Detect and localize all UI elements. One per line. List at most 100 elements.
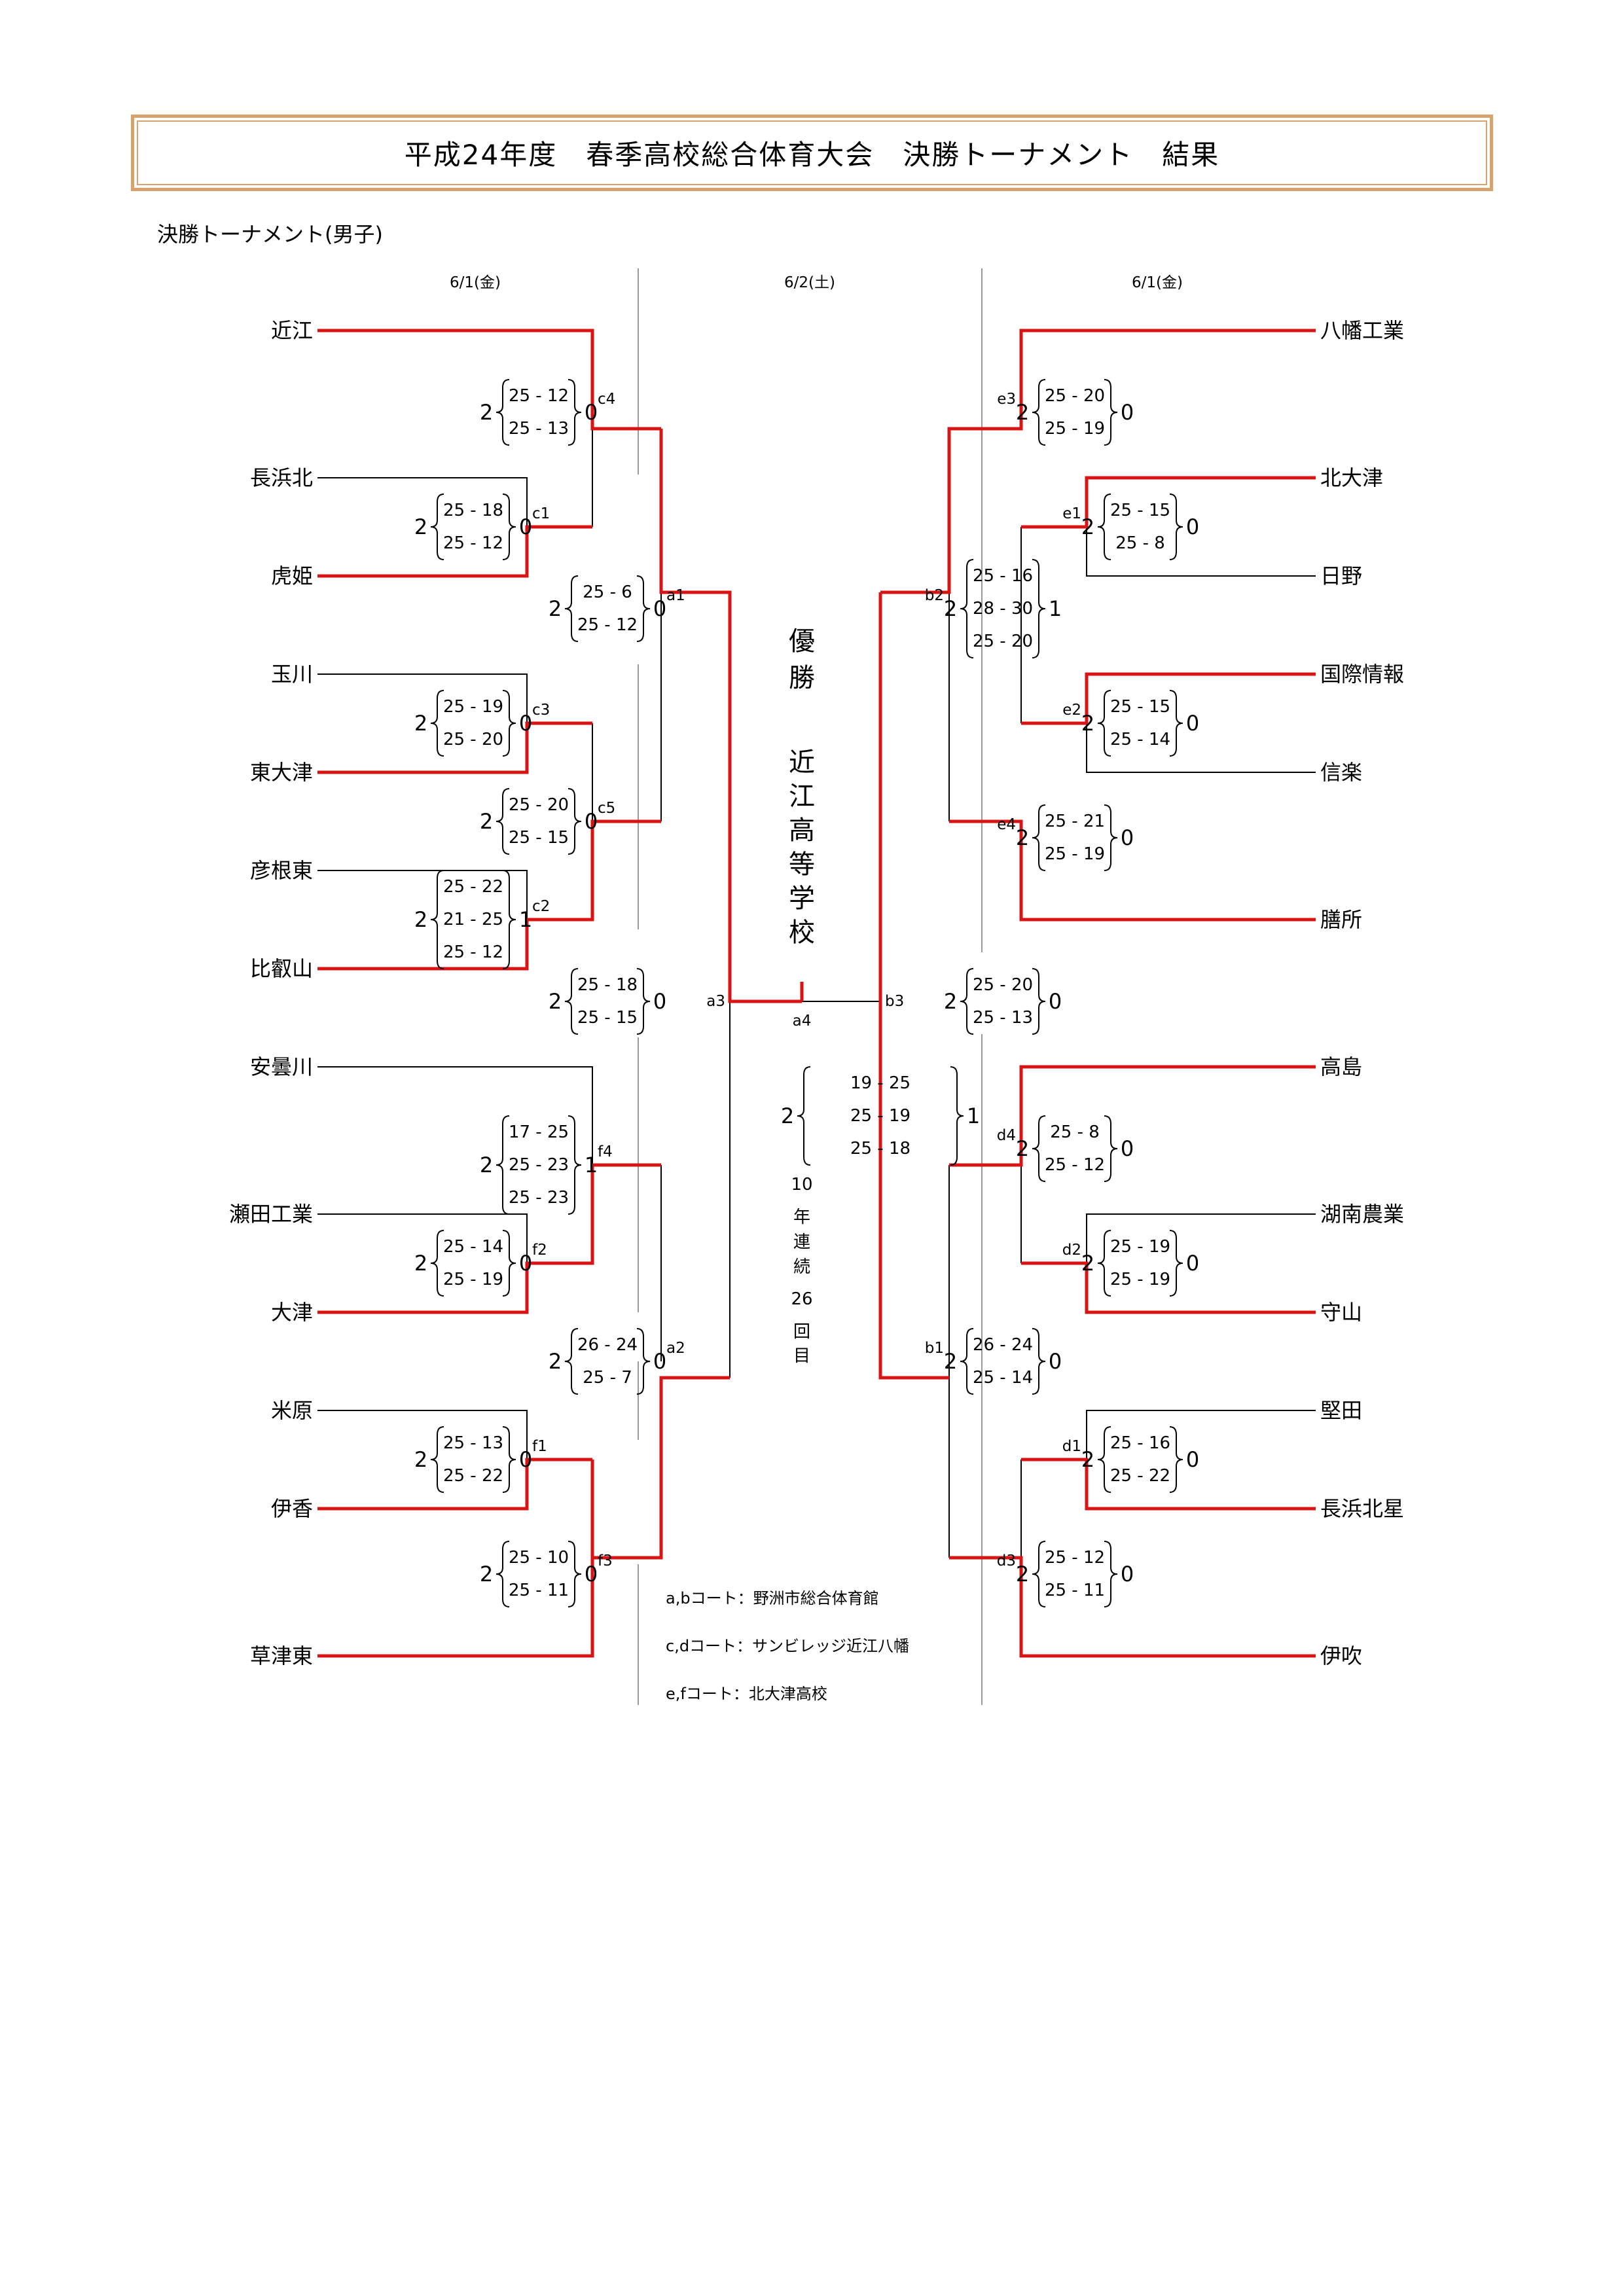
match-id-label: c5: [598, 800, 615, 817]
winner-line: [949, 1556, 1316, 1658]
set-score: 25 - 22: [1110, 1466, 1170, 1486]
set-score: 25 - 19: [443, 697, 503, 717]
team-name: 虎姫: [271, 564, 313, 588]
team-name: 堅田: [1320, 1398, 1362, 1423]
match-score-loser: 0: [1121, 400, 1134, 425]
match-score-winner: 2: [944, 596, 957, 621]
brace-right: [1032, 1328, 1046, 1395]
brace-right: [636, 1328, 651, 1395]
match-id-label: f3: [598, 1552, 613, 1570]
match-score-winner: 2: [1081, 1251, 1094, 1276]
brace-right: [502, 690, 516, 757]
set-score: 25 - 11: [1045, 1581, 1105, 1600]
team-name: 伊吹: [1320, 1643, 1362, 1668]
bracket-line: [1086, 1213, 1316, 1263]
match-score-loser: 1: [1049, 596, 1062, 621]
set-score: 28 - 30: [973, 599, 1033, 619]
day-header-left: 6/1(金): [450, 274, 501, 291]
brace-right: [1169, 493, 1183, 560]
winner-line: [1021, 672, 1316, 725]
set-score: 25 - 20: [973, 975, 1033, 995]
brace-right: [636, 575, 651, 642]
champion-team-char: 学: [789, 884, 815, 914]
match-score-winner: 2: [781, 1103, 794, 1128]
set-score: 25 - 21: [1045, 812, 1105, 831]
brace-left: [1032, 379, 1046, 446]
match-score-loser: 0: [1186, 1251, 1199, 1276]
match-score-winner: 2: [549, 1349, 562, 1374]
set-score: 25 - 7: [583, 1368, 632, 1388]
match-id-label: d2: [1062, 1242, 1081, 1259]
day-header-center: 6/2(土): [784, 274, 835, 291]
team-name: 瀬田工業: [229, 1202, 313, 1227]
bracket-line: [317, 673, 528, 723]
winner-line: [317, 525, 592, 578]
winner-line: [878, 592, 949, 1380]
champion-team-char: 高: [789, 816, 815, 846]
set-score: 25 - 14: [973, 1368, 1033, 1388]
set-score: 25 - 8: [1050, 1122, 1100, 1142]
champion-team-char: 校: [789, 918, 815, 948]
set-score: 25 - 18: [850, 1139, 911, 1158]
brace-right: [1169, 1426, 1183, 1493]
set-score: 26 - 24: [973, 1335, 1033, 1355]
match-score-loser: 0: [653, 1349, 666, 1374]
match-score-loser: 0: [1186, 1447, 1199, 1472]
match-score-loser: 0: [519, 1251, 532, 1276]
winner-line: [1021, 1458, 1316, 1511]
match-id-label: f1: [532, 1438, 547, 1455]
match-score-loser: 0: [1049, 989, 1062, 1014]
match-score-winner: 2: [549, 989, 562, 1014]
match-id-label: f4: [598, 1143, 613, 1160]
match-score-loser: 1: [519, 907, 532, 932]
set-score: 25 - 10: [509, 1548, 569, 1568]
title-box: 平成24年度 春季高校総合体育大会 決勝トーナメント 結果: [131, 115, 1493, 191]
team-name: 国際情報: [1320, 662, 1404, 687]
set-score: 26 - 24: [577, 1335, 638, 1355]
team-name: 八幡工業: [1320, 318, 1404, 343]
bracket-line: [1086, 1410, 1316, 1460]
match-score-winner: 2: [414, 1251, 427, 1276]
streak-text: 連: [793, 1232, 810, 1252]
set-score: 25 - 16: [973, 566, 1033, 586]
brace-right: [1104, 379, 1118, 446]
winner-line: [880, 329, 1316, 594]
streak-text: 目: [793, 1346, 810, 1366]
set-score: 25 - 14: [1110, 730, 1170, 749]
match-score-winner: 2: [1016, 1562, 1029, 1587]
team-name: 大津: [271, 1300, 313, 1325]
team-name: 東大津: [250, 760, 313, 785]
champion-team-char: 近: [789, 747, 815, 778]
team-name: 比叡山: [250, 956, 313, 981]
match-id-label: e2: [1062, 702, 1081, 719]
set-score: 25 - 18: [577, 975, 638, 995]
set-score: 25 - 19: [1045, 419, 1105, 439]
team-name: 北大津: [1320, 465, 1383, 490]
brace-left: [430, 493, 444, 560]
bracket-line: [317, 1066, 593, 1165]
brace-right: [502, 493, 516, 560]
set-score: 19 - 25: [850, 1073, 911, 1093]
brace-left: [496, 1115, 510, 1215]
set-score: 25 - 22: [443, 877, 503, 897]
match-id-label: c4: [598, 391, 615, 408]
match-score-loser: 0: [519, 711, 532, 736]
set-score: 25 - 19: [1045, 844, 1105, 864]
winner-line: [949, 1065, 1316, 1167]
brace-left: [797, 1066, 811, 1166]
brace-right: [1169, 690, 1183, 757]
day-header-right: 6/1(金): [1132, 274, 1183, 291]
brace-left: [496, 1541, 510, 1607]
champion-team-char: 等: [789, 850, 815, 880]
match-score-winner: 2: [414, 711, 427, 736]
match-id-label: e4: [997, 816, 1016, 833]
winner-line: [317, 1163, 661, 1314]
brace-left: [960, 968, 974, 1035]
team-name: 長浜北星: [1320, 1496, 1404, 1521]
brace-left: [430, 1230, 444, 1297]
match-score-loser: 0: [1186, 711, 1199, 736]
set-score: 17 - 25: [509, 1122, 569, 1142]
match-score-loser: 0: [585, 1562, 598, 1587]
streak-text: 年: [793, 1208, 810, 1227]
set-score: 25 - 20: [1045, 386, 1105, 406]
